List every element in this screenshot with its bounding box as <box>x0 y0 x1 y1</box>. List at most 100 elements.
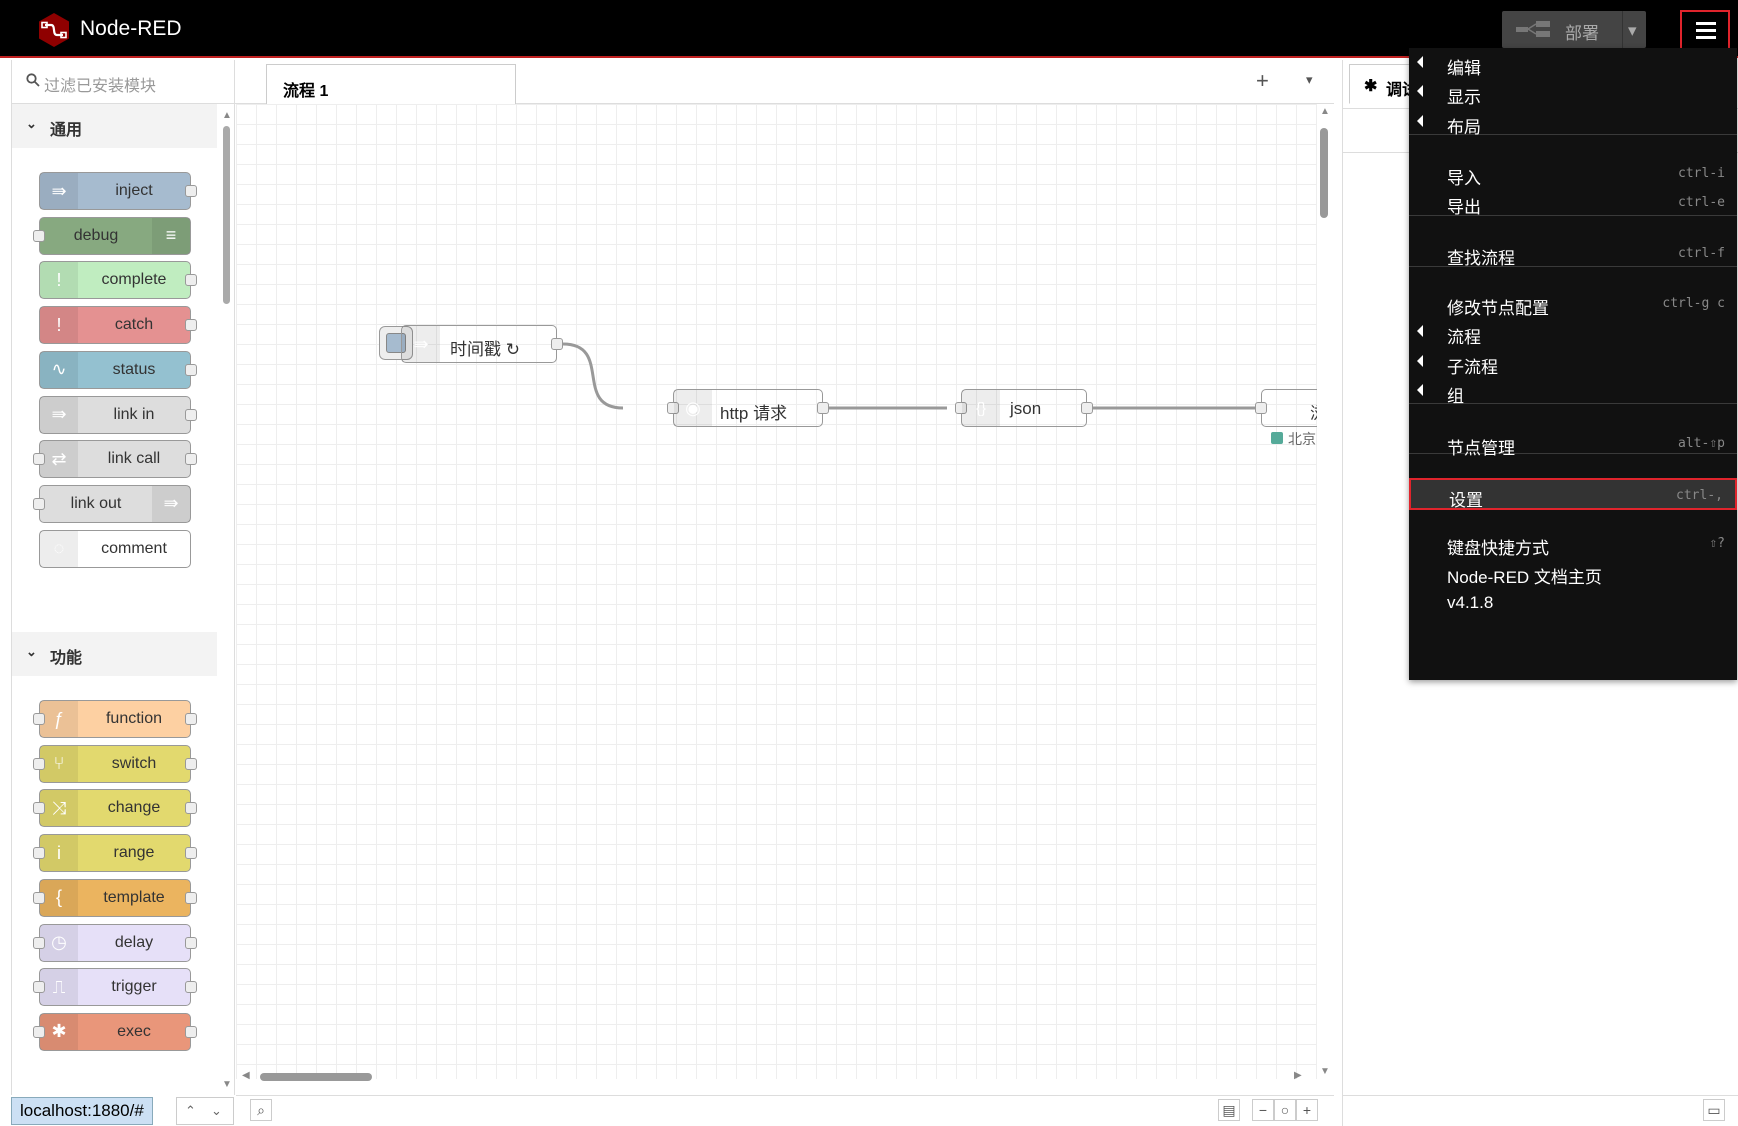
canvas-vertical-scrollbar[interactable]: ▲ ▼ <box>1317 104 1331 1079</box>
deploy-label: 部署 <box>1565 24 1599 43</box>
menu-separator <box>1409 134 1737 135</box>
tab-flow-1[interactable]: 流程 1 <box>266 64 516 105</box>
flow-node-partial[interactable]: 浏 <box>1255 389 1317 427</box>
palette-node-trigger[interactable]: ⎍trigger <box>33 968 197 1007</box>
function-icon: ƒ <box>40 701 78 737</box>
menu-item-12[interactable]: 键盘快捷方式⇧? <box>1409 528 1737 560</box>
menu-item-7[interactable]: 流程 <box>1409 317 1737 349</box>
canvas-horizontal-scrollbar[interactable]: ◀ ▶ <box>242 1070 1302 1081</box>
submenu-arrow-icon <box>1417 355 1423 367</box>
palette-node-label: template <box>103 888 165 906</box>
palette-node-switch[interactable]: ⑂switch <box>33 744 197 783</box>
arrow-icon: ⇛ <box>402 326 440 362</box>
input-port <box>33 802 45 815</box>
menu-item-2[interactable]: 布局 <box>1409 107 1737 139</box>
menu-item-label: 子流程 <box>1447 358 1498 377</box>
submenu-arrow-icon <box>1417 384 1423 396</box>
palette-node-label: link out <box>70 494 122 512</box>
app-title: Node-RED <box>80 17 182 40</box>
flow-node-label: http 请求 <box>720 404 788 423</box>
palette-node-function[interactable]: ƒ function <box>33 700 197 738</box>
palette-node-complete[interactable]: !complete <box>39 261 197 300</box>
menu-separator <box>1409 266 1737 267</box>
wires <box>562 342 1261 410</box>
deploy-icon <box>1516 21 1550 37</box>
flow-node-timestamp[interactable]: ⇛ 时间戳 ↻ <box>401 325 563 363</box>
add-flow-icon[interactable]: + <box>1256 68 1269 93</box>
flow-node-http-request[interactable]: ◉ http 请求 <box>667 389 829 427</box>
submenu-arrow-icon <box>1417 85 1423 97</box>
input-port[interactable] <box>667 402 679 414</box>
palette-node-comment[interactable]: ◌comment <box>39 529 191 568</box>
output-port <box>185 274 197 287</box>
palette-node-delay[interactable]: ◷delay <box>33 923 197 962</box>
menu-item-label: 设置 <box>1449 491 1483 510</box>
search-flows-icon[interactable]: ⌕ <box>250 1099 272 1121</box>
palette-node-label: exec <box>117 1022 151 1040</box>
menu-item-shortcut: ctrl-i <box>1678 166 1725 181</box>
palette-scrollbar[interactable]: ▲ ▼ <box>222 110 232 1090</box>
zoom-reset-icon[interactable]: ○ <box>1274 1099 1296 1121</box>
output-port[interactable] <box>551 338 563 350</box>
hamburger-icon <box>1696 36 1716 39</box>
deploy-button[interactable]: 部署 ▾ <box>1502 11 1646 48</box>
input-port <box>33 847 45 860</box>
zoom-in-icon[interactable]: + <box>1296 1099 1318 1121</box>
flow-node-json[interactable]: {} json <box>955 389 1093 427</box>
output-port <box>185 713 197 725</box>
palette-node-debug[interactable]: ≡debug <box>33 216 191 255</box>
palette-node-link-out[interactable]: ⇛link out <box>33 484 191 523</box>
palette-node-label: debug <box>73 226 119 244</box>
palette-node-link-call[interactable]: ⇄link call <box>33 440 197 479</box>
palette-node-catch[interactable]: !catch <box>39 306 197 345</box>
input-port <box>33 229 45 242</box>
palette-node-exec[interactable]: ✱exec <box>33 1012 197 1051</box>
zoom-out-icon[interactable]: − <box>1252 1099 1274 1121</box>
menu-item-0[interactable]: 编辑 <box>1409 48 1737 80</box>
submenu-arrow-icon <box>1417 56 1423 68</box>
input-port[interactable] <box>955 402 967 414</box>
menu-item-shortcut: alt-⇧p <box>1678 436 1725 451</box>
output-port[interactable] <box>817 402 829 414</box>
submenu-arrow-icon <box>1417 325 1423 337</box>
palette-search[interactable]: 过滤已安装模块 <box>12 60 236 104</box>
palette-node-label: inject <box>115 182 153 199</box>
menu-item-9[interactable]: 组 <box>1409 376 1737 408</box>
workspace-canvas[interactable]: ⇛ 时间戳 ↻ ◉ http 请求 {} json 浏 北京 <box>236 104 1317 1079</box>
palette-node-status[interactable]: ∿status <box>39 350 197 389</box>
menu-item-10[interactable]: 节点管理 alt-⇧p <box>1409 428 1737 460</box>
palette-category-1[interactable]: ⌄功能 <box>12 632 217 676</box>
output-port[interactable] <box>1081 402 1093 414</box>
palette-node-label: function <box>105 710 163 727</box>
palette-node-link-in[interactable]: ⇛link in <box>39 395 197 434</box>
palette-node-template[interactable]: {template <box>33 878 197 917</box>
palette-category-label: 功能 <box>50 650 83 667</box>
input-port[interactable] <box>1255 402 1267 414</box>
deploy-options-icon[interactable]: ▾ <box>1628 21 1637 40</box>
output-port <box>185 757 197 770</box>
menu-item-14[interactable]: v4.1.8 <box>1409 587 1737 619</box>
menu-item-label: 键盘快捷方式 <box>1447 539 1549 558</box>
menu-item-8[interactable]: 子流程 <box>1409 347 1737 379</box>
palette-node-inject[interactable]: ⇛inject <box>39 172 197 210</box>
menu-item-13[interactable]: Node-RED 文档主页 <box>1409 557 1737 589</box>
menu-item-1[interactable]: 显示 <box>1409 77 1737 109</box>
main-menu-button[interactable] <box>1680 10 1730 52</box>
output-port <box>185 802 197 815</box>
palette-category-0[interactable]: ⌄通用 <box>12 104 217 148</box>
input-port <box>33 981 45 994</box>
sidebar-popout-icon[interactable]: ▭ <box>1703 1099 1725 1121</box>
collapse-all-icon[interactable]: ⌃ <box>185 1103 196 1118</box>
flow-list-icon[interactable]: ▾ <box>1306 72 1313 87</box>
bug-icon: ✱ <box>1364 78 1378 95</box>
menu-item-label: 节点管理 <box>1447 439 1515 458</box>
expand-all-icon[interactable]: ⌄ <box>211 1103 222 1118</box>
navigator-icon[interactable]: ▤ <box>1218 1099 1240 1121</box>
palette-node-change[interactable]: ⤨change <box>33 789 197 828</box>
